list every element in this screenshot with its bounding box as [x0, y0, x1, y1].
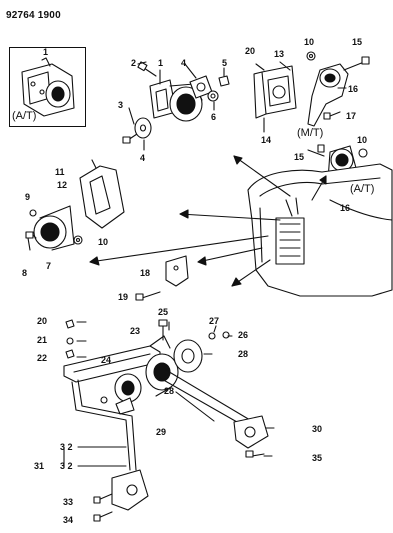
- callout-14: 14: [261, 135, 272, 145]
- callout-31: 31: [34, 461, 45, 471]
- callout-2: 2: [131, 58, 137, 68]
- callout-1-inset: 1: [43, 47, 49, 57]
- lower-assembly: [63, 319, 275, 522]
- callout-17: 17: [346, 111, 357, 121]
- callout-13: 13: [274, 49, 285, 59]
- callout-32-upper: 3 2: [60, 442, 73, 452]
- callout-8: 8: [22, 268, 28, 278]
- callout-11: 11: [55, 167, 65, 177]
- mt-label: (M/T): [297, 127, 324, 139]
- callout-3: 3: [118, 100, 124, 110]
- document-number: 92764 1900: [6, 10, 61, 21]
- top-mount-assembly: [122, 61, 230, 151]
- callout-34: 34: [63, 515, 74, 525]
- callout-21: 21: [37, 335, 48, 345]
- callout-10-left: 10: [98, 237, 109, 247]
- callout-7: 7: [46, 261, 52, 271]
- callout-20: 20: [37, 316, 48, 326]
- mt-mount-assembly: [253, 51, 370, 133]
- callout-27: 27: [209, 316, 220, 326]
- callout-15-top: 15: [352, 37, 363, 47]
- callout-33: 33: [63, 497, 74, 507]
- at-right-label: (A/T): [350, 183, 375, 195]
- bracket-18: [135, 255, 189, 301]
- leader-arrows: [89, 155, 327, 287]
- callout-24: 24: [101, 355, 112, 365]
- inset-mount-part-1: [21, 57, 75, 117]
- callout-32-lower: 3 2: [60, 461, 73, 471]
- callout-30: 30: [312, 424, 323, 434]
- callout-12: 12: [57, 180, 68, 190]
- at-inset-frame: [9, 47, 86, 127]
- left-mount-assembly: [25, 159, 125, 251]
- callout-16-top: 16: [348, 84, 359, 94]
- callout-4: 4: [140, 153, 146, 163]
- at-inset-label: (A/T): [12, 110, 37, 122]
- callout-18: 18: [140, 268, 151, 278]
- callout-16-right: 16: [340, 203, 351, 213]
- callout-10-top: 10: [304, 37, 315, 47]
- callout-6: 6: [211, 112, 217, 122]
- callout-5: 5: [222, 58, 228, 68]
- callout-28-right: 28: [238, 349, 249, 359]
- callout-9: 9: [25, 192, 31, 202]
- callout-28-center: 28: [164, 386, 175, 396]
- callout-15-right: 15: [294, 152, 305, 162]
- callout-20-top: 20: [245, 46, 256, 56]
- callout-1: 1: [158, 58, 164, 68]
- callout-10-right: 10: [357, 135, 368, 145]
- callout-26: 26: [238, 330, 249, 340]
- callout-25: 25: [158, 307, 169, 317]
- callout-29: 29: [156, 427, 167, 437]
- callout-4-top: 4: [181, 58, 187, 68]
- engine-body: [247, 163, 393, 297]
- callout-22: 22: [37, 353, 48, 363]
- callout-35: 35: [312, 453, 323, 463]
- callout-23: 23: [130, 326, 141, 336]
- callout-19: 19: [118, 292, 129, 302]
